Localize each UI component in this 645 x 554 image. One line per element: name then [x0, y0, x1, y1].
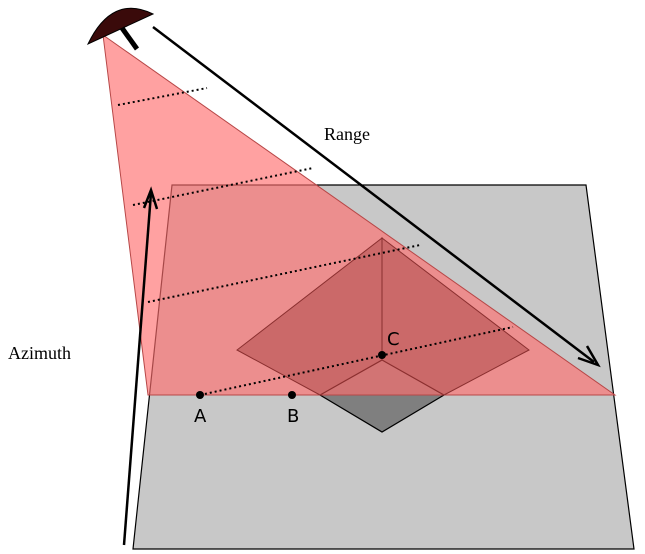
point-c-marker [378, 351, 386, 359]
iso-range-line [147, 244, 421, 303]
azimuth-label: Azimuth [8, 343, 71, 363]
point-c-label: C [387, 329, 400, 350]
point-b-marker [288, 391, 296, 399]
range-label: Range [324, 124, 370, 144]
iso-range-line [117, 87, 208, 106]
azimuth-arrow [122, 192, 153, 546]
point-a-label: A [194, 406, 207, 427]
point-a-marker [196, 391, 204, 399]
iso-range-line [132, 167, 314, 206]
radar-dish-icon [86, 7, 155, 51]
radar-beam [102, 33, 617, 396]
iso-range-lines [117, 87, 514, 396]
range-arrow [152, 26, 595, 363]
point-b-label: B [287, 406, 299, 427]
range-arrowhead [577, 345, 601, 368]
iso-range-line [199, 326, 514, 396]
azimuth-arrowhead [142, 186, 159, 210]
